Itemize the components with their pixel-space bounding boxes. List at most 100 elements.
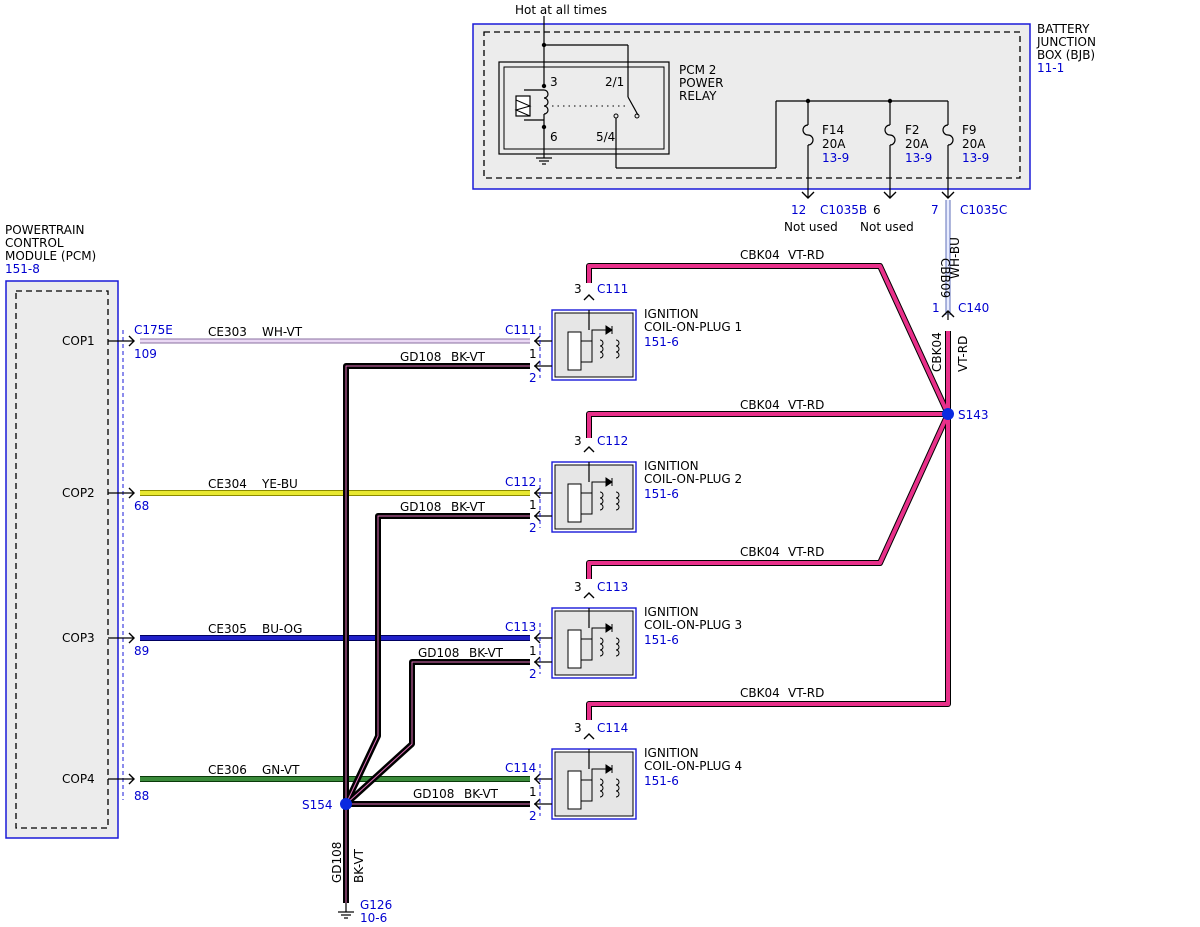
coil-secondary-winding-icon (615, 339, 620, 359)
relay-name-line2: POWER (679, 76, 723, 90)
pcm-pin-label: COP3 (62, 631, 95, 645)
pcm-connector: C175E (134, 323, 173, 337)
coil-pin-2: 2 (529, 371, 537, 385)
relay-name-line3: RELAY (679, 89, 717, 103)
fuse-f2-amps: 20A (905, 137, 929, 151)
coil-pin-2: 2 (529, 521, 537, 535)
coil-circuit-icon (581, 768, 612, 802)
coil-feed-pin: 3 (574, 434, 582, 448)
bjb-ref: 11-1 (1037, 61, 1064, 75)
signal-color-label: WH-VT (262, 325, 303, 339)
pcm-module: POWERTRAIN CONTROL MODULE (PCM) 151-8 C1… (5, 223, 173, 839)
coil-signal-arrow-icon (534, 632, 541, 644)
pcm-name-line2: CONTROL (5, 236, 64, 250)
coil-secondary-winding-icon (615, 778, 620, 798)
coil-driver-icon (567, 770, 582, 810)
feed-circuit-label: CBK04 (740, 248, 780, 262)
coil-ref: 151-6 (644, 335, 679, 349)
coil-title-line2: COIL-ON-PLUG 3 (644, 618, 742, 632)
ground-color-label: BK-VT (451, 350, 486, 364)
coil-circuit-icon (581, 329, 612, 363)
coil-title-line2: COIL-ON-PLUG 4 (644, 759, 742, 773)
splice-s154 (340, 798, 352, 810)
wh-bu-supply-wire (941, 200, 955, 320)
coil-title-line2: COIL-ON-PLUG 2 (644, 472, 742, 486)
coil-title-line1: IGNITION (644, 459, 699, 473)
coil-body (554, 610, 634, 676)
supply-lower-color: VT-RD (956, 336, 970, 372)
coil-pin-1: 1 (529, 785, 537, 799)
signal-color-label: YE-BU (261, 477, 298, 491)
feed-circuit-label: CBK04 (740, 545, 780, 559)
bjb-out-note-2: Not used (860, 220, 914, 234)
bjb-out-connector-c1035b: C1035B (820, 203, 867, 217)
coil-signal-arrow-icon (534, 487, 541, 499)
supply-upper-circuit: CBB09 (938, 258, 952, 298)
hot-at-all-times-label: Hot at all times (515, 3, 607, 17)
signal-circuit-label: CE304 (208, 477, 247, 491)
bjb-name-line3: BOX (BJB) (1037, 48, 1095, 62)
coil-diode-icon (605, 325, 613, 335)
coil-signal-arrow-icon (534, 773, 541, 785)
supply-connector: C140 (958, 301, 989, 315)
feed-color-label: VT-RD (788, 398, 824, 412)
coil-feed-arrow-icon (583, 733, 595, 740)
pcm-pin-cop4: COP4 88 (62, 772, 149, 803)
coil-feed-arrow-icon (583, 592, 595, 599)
ground-circuit-label: GD108 (400, 350, 441, 364)
splice-s143 (942, 408, 954, 420)
coil-secondary-winding-icon (615, 637, 620, 657)
pcm-pin-number: 109 (134, 347, 157, 361)
coil-ref: 151-6 (644, 487, 679, 501)
ground-color: BK-VT (352, 848, 366, 883)
coil-body (554, 751, 634, 817)
pcm-pin-label: COP2 (62, 486, 95, 500)
coil-feed-arrow-icon (583, 294, 595, 301)
fuse-f9-id: F9 (962, 123, 977, 137)
coil-connector-label: C112 (505, 475, 536, 489)
ground-circuit-label: GD108 (400, 500, 441, 514)
pcm-name-line3: MODULE (PCM) (5, 249, 96, 263)
coil-ground-arrow-icon (534, 798, 541, 810)
bk-vt-ground-wires (338, 363, 530, 919)
bjb-out-note-1: Not used (784, 220, 838, 234)
feed-circuit-label: CBK04 (740, 398, 780, 412)
signal-color-label: BU-OG (262, 622, 302, 636)
feed-color-label: VT-RD (788, 248, 824, 262)
pcm-ref: 151-8 (5, 262, 40, 276)
signal-circuit-label: CE306 (208, 763, 247, 777)
feed-color-label: VT-RD (788, 686, 824, 700)
fuse-f14-id: F14 (822, 123, 844, 137)
coil-secondary-winding-icon (615, 491, 620, 511)
fuse-f14: F14 20A 13-9 (802, 101, 849, 197)
ground-color-label: BK-VT (451, 500, 486, 514)
pcm-pin-number: 88 (134, 789, 149, 803)
fuse-f14-ref: 13-9 (822, 151, 849, 165)
fuse-f2-id: F2 (905, 123, 920, 137)
pcm-name-line1: POWERTRAIN (5, 223, 85, 237)
coil-driver-icon (567, 483, 582, 523)
fuse-f2: F2 20A 13-9 (884, 101, 932, 197)
feed-color-label: VT-RD (788, 545, 824, 559)
bjb-name-line2: JUNCTION (1036, 35, 1096, 49)
cop-signal-wires (140, 338, 530, 782)
fuse-f14-amps: 20A (822, 137, 846, 151)
pcm-pin-cop1: COP1 109 (62, 334, 157, 361)
coil-ground-arrow-icon (534, 510, 541, 522)
bjb-out-connector-c1035c: C1035C (960, 203, 1007, 217)
coil-feed-connector: C114 (597, 721, 628, 735)
pcm-pin-label: COP4 (62, 772, 95, 786)
ground-circuit-label: GD108 (418, 646, 459, 660)
coil-title-line2: COIL-ON-PLUG 1 (644, 320, 742, 334)
coil-feed-connector: C111 (597, 282, 628, 296)
coil-connector-label: C113 (505, 620, 536, 634)
relay-pin-2-1: 2/1 (605, 75, 624, 89)
ground-circuit-label: GD108 (413, 787, 454, 801)
signal-circuit-label: CE303 (208, 325, 247, 339)
coil-connector-label: C114 (505, 761, 536, 775)
coil-feed-connector: C112 (597, 434, 628, 448)
coil-title-line1: IGNITION (644, 746, 699, 760)
